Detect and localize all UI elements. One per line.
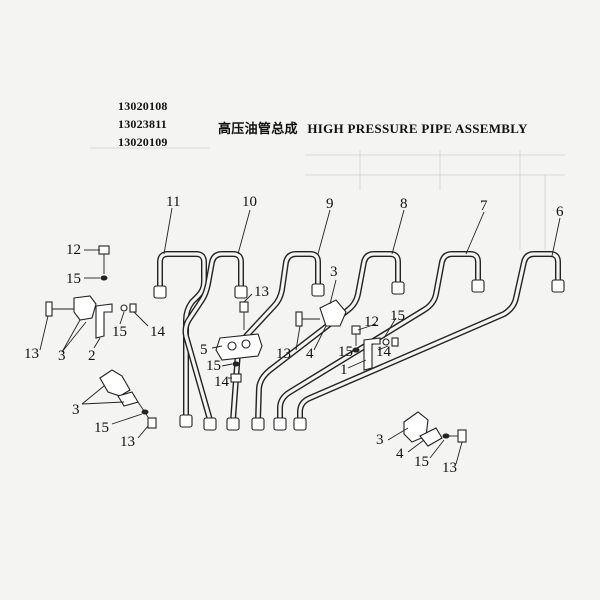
bolt-head (239, 301, 249, 313)
callout-15: 15 (206, 358, 221, 374)
callout-14: 14 (376, 344, 392, 360)
washer (100, 275, 108, 281)
bracket (363, 337, 381, 371)
callout-15: 15 (338, 344, 353, 360)
high-pressure-pipes (153, 251, 565, 431)
callout-3: 3 (58, 348, 66, 364)
callout-12: 12 (66, 242, 81, 258)
callout-1: 1 (340, 362, 348, 378)
bolt-head (98, 245, 110, 255)
left-clamp-group (45, 245, 157, 429)
callout-9: 9 (326, 196, 334, 212)
bracket (95, 303, 113, 339)
callout-2: 2 (88, 348, 96, 364)
title-english: HIGH PRESSURE PIPE ASSEMBLY (307, 121, 528, 136)
center-clamp-group (215, 299, 347, 383)
callout-13: 13 (120, 434, 135, 450)
part-number: 13020108 (118, 99, 168, 113)
part-number: 13020109 (118, 135, 168, 149)
callout-15: 15 (66, 271, 81, 287)
part-number: 13023811 (118, 117, 167, 131)
title-chinese: 高压油管总成 (218, 122, 298, 137)
leader-lines (39, 207, 561, 465)
bottom-clamp-group (403, 411, 467, 447)
clamp-plate (319, 299, 347, 327)
callout-10: 10 (242, 194, 257, 210)
callout-5: 5 (200, 342, 208, 358)
nut (391, 337, 399, 347)
callout-15: 15 (94, 420, 109, 436)
bolt-head (45, 301, 53, 317)
pipe-10 (182, 251, 244, 423)
callout-4: 4 (306, 346, 314, 362)
washer (232, 361, 240, 367)
callout-13: 13 (254, 284, 269, 300)
callout-13: 13 (24, 346, 39, 362)
pipe-11 (157, 251, 207, 418)
clamp-plate (73, 295, 97, 321)
clamp-plate (99, 369, 131, 397)
pipe-7 (277, 251, 481, 423)
pipe-clamp (215, 333, 263, 361)
callout-15: 15 (390, 308, 405, 324)
pipe-6 (297, 251, 561, 423)
callout-13: 13 (442, 460, 457, 476)
nut (129, 303, 137, 313)
part-number-list: 13020108 13023811 13020109 (118, 97, 168, 151)
clamp-plate (419, 427, 443, 447)
washer (352, 347, 360, 353)
diagram-title: 高压油管总成 HIGH PRESSURE PIPE ASSEMBLY (218, 118, 528, 137)
callout-7: 7 (480, 198, 488, 214)
callout-12: 12 (364, 314, 379, 330)
callout-8: 8 (400, 196, 408, 212)
bolt-head (457, 429, 467, 443)
background-bleed-lines (90, 147, 565, 250)
callout-4: 4 (396, 446, 404, 462)
bolt-head (147, 417, 157, 429)
nut (230, 373, 242, 383)
right-clamp-group (351, 325, 399, 371)
pipe-8 (255, 251, 401, 423)
callout-15: 15 (414, 454, 429, 470)
callout-14: 14 (214, 374, 230, 390)
callout-14: 14 (150, 324, 166, 340)
spring-washer (382, 338, 390, 346)
callout-labels: 11 10 9 8 7 6 12 15 13 3 2 15 14 3 15 13… (24, 194, 564, 476)
callout-3: 3 (376, 432, 384, 448)
union-nuts (153, 279, 565, 431)
bolt-head (295, 311, 303, 327)
spring-washer (120, 304, 128, 312)
callout-13: 13 (276, 346, 291, 362)
callout-11: 11 (166, 194, 180, 210)
callout-3: 3 (72, 402, 80, 418)
washer (141, 409, 149, 415)
callout-3: 3 (330, 264, 338, 280)
callout-6: 6 (556, 204, 564, 220)
callout-15: 15 (112, 324, 127, 340)
